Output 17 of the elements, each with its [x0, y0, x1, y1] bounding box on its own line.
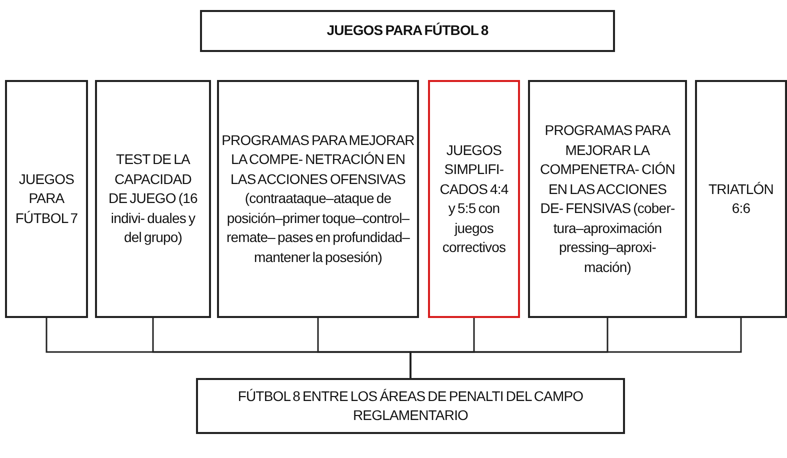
highlighted-box — [428, 80, 520, 318]
box-text: PROGRAMAS PARA MEJORAR LA COMPE- NETRACIÓN EN LAS ACCIONES OFENSIVAS (contraataque–ataque de posición–primer toque–control–remate– pases en profundidad– mantener la posesión) — [221, 130, 415, 267]
box-text: TEST DE LA CAPACIDAD DE JUEGO (16 indivi- duales y del grupo) — [108, 150, 198, 248]
box-text: PROGRAMAS PARA MEJORAR LA COMPENETRA- CIÓN EN LAS ACCIONES DE- FENSIVAS (cober- tura–aproximación pressing–aproxi- mación) — [539, 121, 676, 277]
process-box — [695, 80, 787, 318]
box-text: JUEGOS SIMPLIFI- CADOS 4:4 y 5:5 con juegos correctivos — [438, 140, 510, 257]
result-box — [196, 378, 625, 434]
process-box — [95, 80, 211, 318]
box-text: JUEGOS PARA FÚTBOL 8 — [326, 21, 488, 40]
connector-line — [410, 318, 742, 378]
process-box — [528, 80, 687, 318]
box-text: TRIATLÓN 6:6 — [708, 180, 774, 218]
box-text: FÚTBOL 8 ENTRE LOS ÁREAS DE PENALTI DEL CAMPO REGLAMENTARIO — [236, 386, 584, 425]
box-text: JUEGOS PARA FÚTBOL 7 — [14, 170, 79, 228]
process-box — [5, 80, 88, 318]
title-box — [200, 10, 615, 52]
process-box — [217, 80, 419, 318]
